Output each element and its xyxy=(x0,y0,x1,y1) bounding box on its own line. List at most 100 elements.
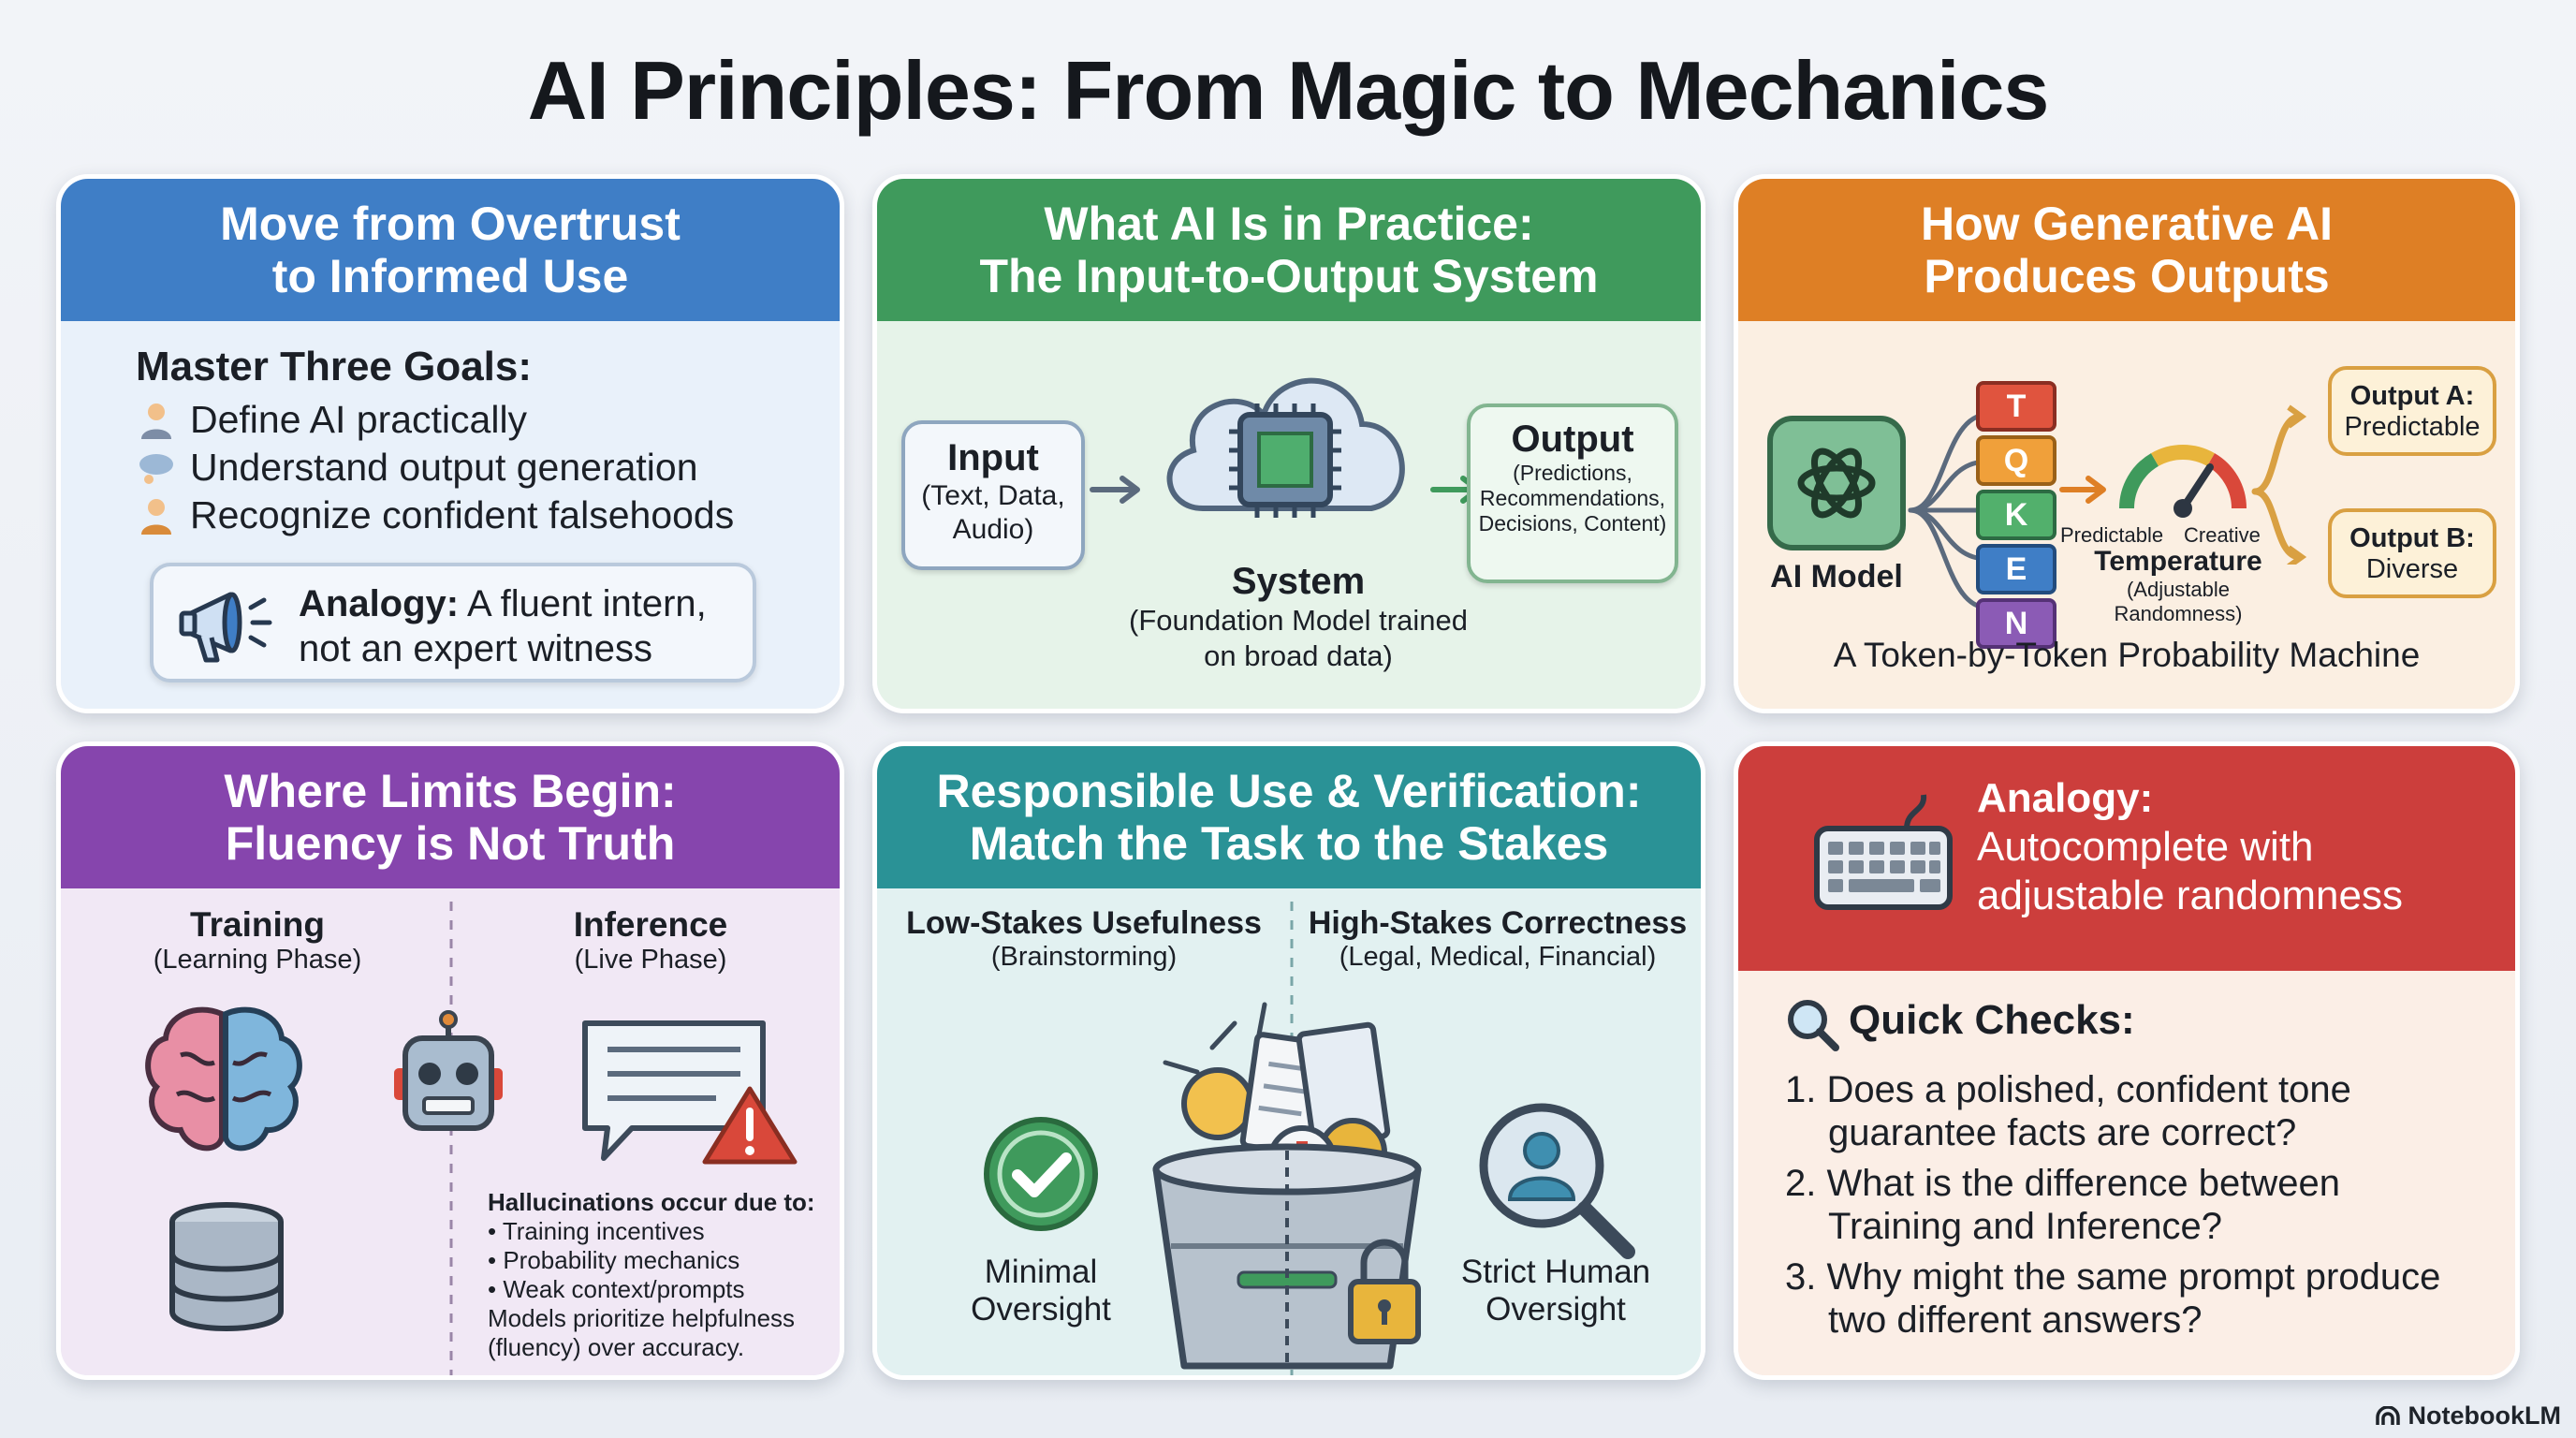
ai-model-label: AI Model xyxy=(1770,559,1903,594)
analogy-text: Analogy: A fluent intern, not an expert … xyxy=(299,581,707,671)
keyboard-icon xyxy=(1814,794,1953,910)
check-line: Does a polished, confident tone xyxy=(1826,1069,2351,1110)
temperature-label: Temperature (Adjustable Randomness) xyxy=(2075,546,2281,626)
robot-icon xyxy=(394,1010,503,1131)
system-subtitle: on broad data) xyxy=(1204,639,1393,672)
output-b-bubble: Output B: Diverse xyxy=(2328,508,2496,598)
temperature-title: Temperature xyxy=(2094,546,2262,577)
analogy-line: not an expert witness xyxy=(299,628,652,669)
dial-right-label: Creative xyxy=(2184,523,2261,547)
output-a-title: Output A: xyxy=(2349,381,2475,411)
analogy-header-text: Analogy: Autocomplete with adjustable ra… xyxy=(1977,774,2403,920)
training-subtitle: (Learning Phase) xyxy=(153,945,362,975)
generative-caption: A Token-by-Token Probability Machine xyxy=(1833,636,2421,674)
strict-line: Strict Human xyxy=(1460,1254,1651,1290)
card-header: Responsible Use & Verification: Match th… xyxy=(877,746,1701,888)
card-header: What AI Is in Practice: The Input-to-Out… xyxy=(877,179,1701,321)
token-block: E xyxy=(1976,544,2056,594)
system-label: System (Foundation Model trained on broa… xyxy=(1064,561,1532,674)
brain-icon xyxy=(145,1006,302,1152)
header-line: The Input-to-Output System xyxy=(979,250,1599,302)
dial-left-label: Predictable xyxy=(2060,523,2164,547)
token-block: T xyxy=(1976,381,2056,432)
output-box: Output (Predictions, Recommendations, De… xyxy=(1467,404,1678,583)
check-line: Training and Inference? xyxy=(1828,1206,2223,1247)
card-header: Where Limits Begin: Fluency is Not Truth xyxy=(61,746,840,888)
phase-divider xyxy=(449,902,453,1375)
brand-text: NotebookLM xyxy=(2408,1401,2561,1430)
output-title: Output xyxy=(1511,418,1634,460)
low-stakes-label: Low-Stakes Usefulness (Brainstorming) xyxy=(883,905,1285,973)
training-label: Training (Learning Phase) xyxy=(98,905,417,976)
goal-item: Recognize confident falsehoods xyxy=(136,493,734,537)
high-stakes-label: High-Stakes Correctness (Legal, Medical,… xyxy=(1295,905,1701,973)
megaphone-icon xyxy=(179,592,272,663)
system-subtitle: (Foundation Model trained xyxy=(1129,604,1468,637)
person-shrug-icon xyxy=(141,498,171,535)
hallucination-title: Hallucinations occur due to: xyxy=(488,1188,815,1216)
card-generative: How Generative AI Produces Outputs AI Mo… xyxy=(1734,174,2520,713)
person-icon xyxy=(141,403,171,439)
header-line: Move from Overtrust xyxy=(220,198,681,250)
token-block: K xyxy=(1976,490,2056,540)
temperature-dial-icon xyxy=(2118,444,2247,518)
output-subtitle: (Predictions, Recommendations, Decisions… xyxy=(1478,461,1667,536)
card-overtrust: Move from Overtrust to Informed Use Mast… xyxy=(56,174,844,713)
header-line: Produces Outputs xyxy=(1924,250,2330,302)
input-subtitle: (Text, Data, Audio) xyxy=(921,480,1065,545)
goal-text: Define AI practically xyxy=(190,398,528,441)
temperature-subtitle: (Adjustable xyxy=(2126,578,2231,601)
minimal-oversight-label: Minimal Oversight xyxy=(933,1254,1149,1328)
goal-text: Recognize confident falsehoods xyxy=(190,493,735,536)
token-branch-arrows xyxy=(1908,412,1990,610)
output-a-value: Predictable xyxy=(2344,412,2481,442)
ai-model-icon xyxy=(1767,416,1906,550)
temperature-subtitle: Randomness) xyxy=(2114,602,2243,625)
page-title: AI Principles: From Magic to Mechanics xyxy=(527,44,2050,137)
minimal-line: Minimal xyxy=(984,1254,1098,1290)
header-line: to Informed Use xyxy=(271,250,629,302)
minimal-line: Oversight xyxy=(971,1291,1111,1328)
database-icon xyxy=(169,1202,284,1331)
high-stakes-title: High-Stakes Correctness xyxy=(1308,905,1688,941)
notebooklm-logo-icon xyxy=(2375,1405,2400,1425)
check-item: 1. Does a polished, confident tone guara… xyxy=(1785,1068,2351,1154)
header-line: Analogy: xyxy=(1977,775,2154,821)
card-input-output: What AI Is in Practice: The Input-to-Out… xyxy=(872,174,1705,713)
token-stack: T Q K E N xyxy=(1976,381,2056,649)
header-line: Fluency is Not Truth xyxy=(225,817,676,870)
low-stakes-title: Low-Stakes Usefulness xyxy=(906,905,1262,941)
goals-title: Master Three Goals: xyxy=(136,344,533,389)
arrow-right-icon xyxy=(2059,476,2106,504)
input-title: Input xyxy=(947,437,1039,478)
check-line: What is the difference between xyxy=(1826,1163,2340,1204)
inference-label: Inference (Live Phase) xyxy=(510,905,791,976)
token-block: N xyxy=(1976,598,2056,649)
hallucination-item: • Weak context/prompts xyxy=(488,1275,745,1303)
thinking-cloud-icon xyxy=(139,453,173,484)
header-line: Match the Task to the Stakes xyxy=(969,817,1609,870)
card-header: How Generative AI Produces Outputs xyxy=(1738,179,2515,321)
output-a-bubble: Output A: Predictable xyxy=(2328,366,2496,456)
analogy-box: Analogy: A fluent intern, not an expert … xyxy=(150,563,756,682)
check-line: guarantee facts are correct? xyxy=(1828,1112,2297,1153)
notebooklm-brand: NotebookLM xyxy=(2375,1401,2561,1431)
analogy-line: A fluent intern, xyxy=(459,583,707,624)
check-number: 2. xyxy=(1785,1163,1817,1204)
card-header: Analogy: Autocomplete with adjustable ra… xyxy=(1738,746,2515,971)
quick-checks-title: Quick Checks: xyxy=(1849,997,2135,1043)
header-line: Responsible Use & Verification: xyxy=(936,765,1642,817)
check-number: 3. xyxy=(1785,1256,1817,1298)
header-line: What AI Is in Practice: xyxy=(1044,198,1534,250)
token-block: Q xyxy=(1976,435,2056,486)
goal-item: Define AI practically xyxy=(136,398,527,442)
check-item: 3. Why might the same prompt produce two… xyxy=(1785,1255,2440,1342)
hallucination-note: Models prioritize helpfulness xyxy=(488,1304,796,1332)
magnifier-person-icon xyxy=(1479,1103,1635,1259)
inference-subtitle: (Live Phase) xyxy=(574,945,727,975)
goal-text: Understand output generation xyxy=(190,446,698,489)
check-line: Why might the same prompt produce xyxy=(1826,1256,2441,1298)
check-line: two different answers? xyxy=(1828,1299,2203,1341)
check-number: 1. xyxy=(1785,1069,1817,1110)
input-box: Input (Text, Data, Audio) xyxy=(901,420,1085,570)
